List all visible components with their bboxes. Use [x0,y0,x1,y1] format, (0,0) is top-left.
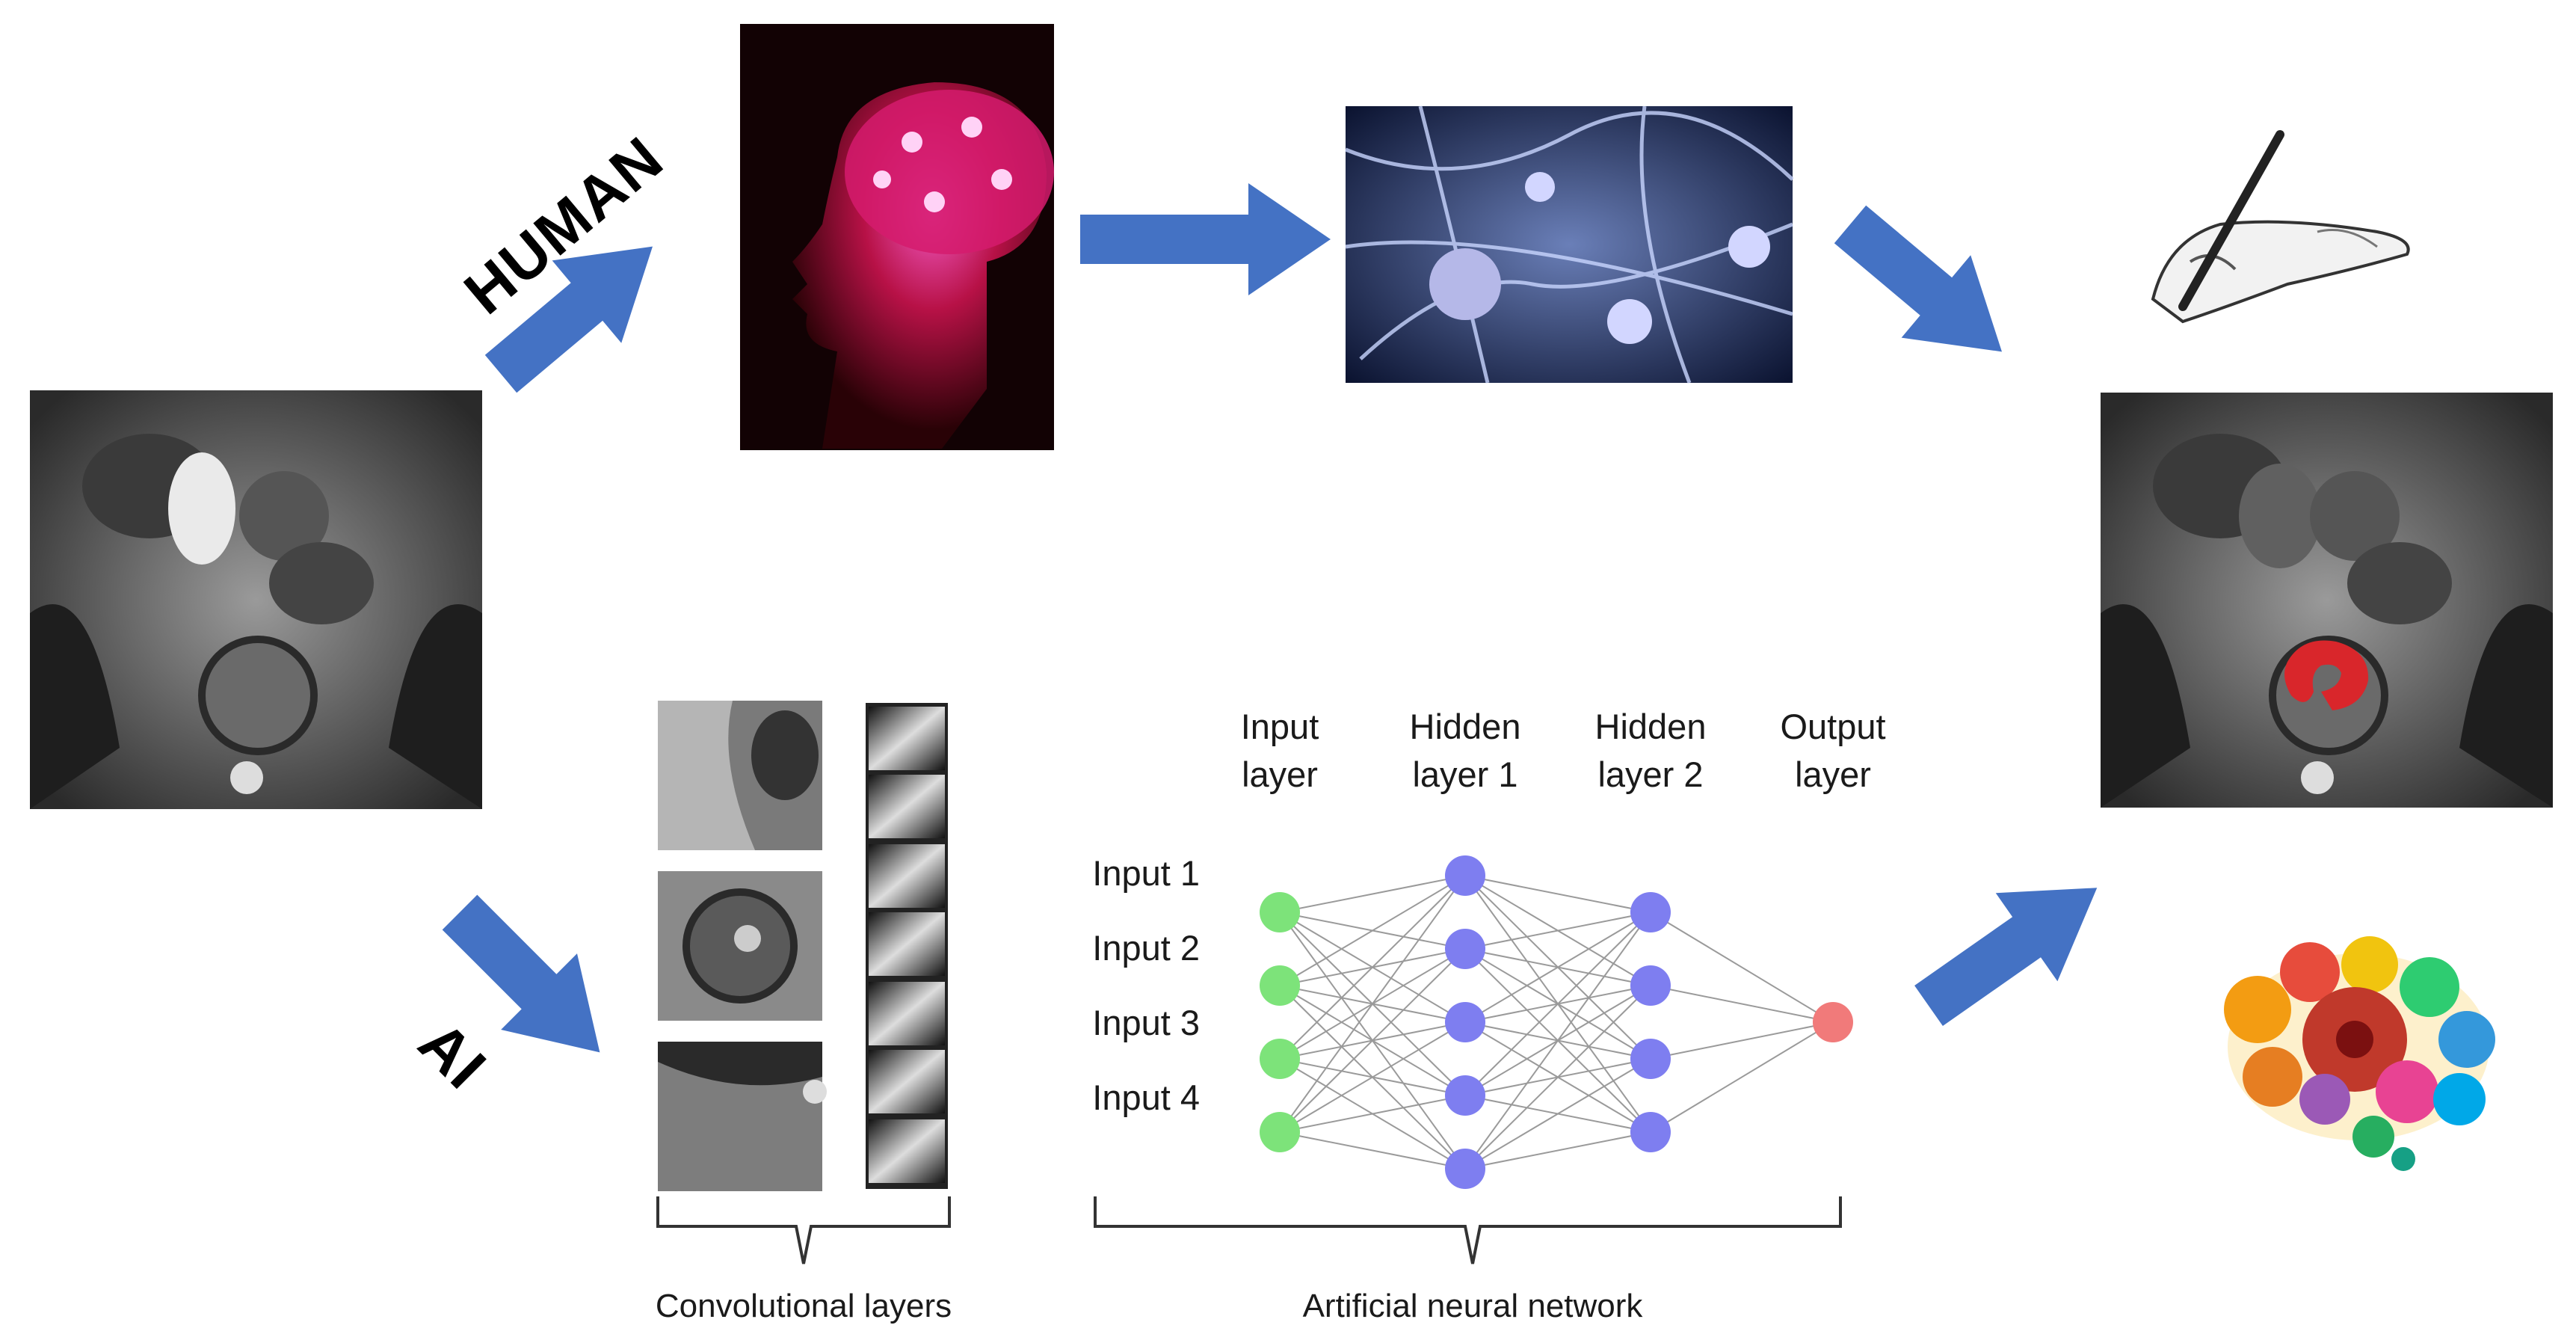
brain-image [740,24,1054,450]
output-mri-image [2101,393,2553,808]
network-edge [1279,948,1466,1133]
hidden1-node-2 [1445,929,1485,969]
hidden2-node-1 [1630,892,1671,932]
input-label-4: Input 4 [1092,1078,1200,1117]
network-edge [1464,912,1651,1023]
arrow-human-to-brain [484,246,653,393]
gear-brain-image [2224,936,2495,1171]
network-edge [1650,1021,1834,1060]
ann-caption: Artificial neural network [1302,1288,1643,1324]
input-node-1 [1260,892,1300,932]
neurons-image [1345,105,1794,384]
input-node-4 [1260,1112,1300,1152]
conv-patch-3 [658,1042,827,1191]
network-edge [1464,912,1651,950]
hidden2-node-3 [1630,1039,1671,1079]
hidden2-node-2 [1630,965,1671,1006]
network-edge [1279,1131,1466,1170]
network-edge [1464,1131,1651,1170]
arrow-brain-to-neurons [1080,183,1331,295]
conv-patch-1 [658,701,822,850]
input-node-3 [1260,1039,1300,1079]
network-nodes [1260,855,1853,1189]
hidden1-node-4 [1445,1075,1485,1116]
input-label-1: Input 1 [1092,853,1200,893]
network-edge [1650,985,1834,1023]
input-node-2 [1260,965,1300,1006]
hidden1-node-1 [1445,855,1485,896]
conv-filter-strip [866,703,948,1189]
hidden1-node-5 [1445,1149,1485,1189]
conv-patch-2 [658,871,822,1021]
network-edge [1279,875,1466,1133]
network-edge [1464,912,1651,1096]
network-edge [1650,912,1834,1023]
conv-bracket [656,1196,951,1264]
arrow-neurons-to-output [1834,205,2003,352]
network-edge [1464,985,1651,1170]
arrow-network-to-output [1914,888,2098,1027]
network-edge [1279,875,1466,986]
hidden1-node-3 [1445,1002,1485,1042]
input-label-3: Input 3 [1092,1003,1200,1042]
conv-caption: Convolutional layers [655,1288,952,1324]
network-edge [1464,875,1651,913]
input-mri-image [30,390,482,809]
hand-drawing-image [2151,130,2410,324]
network-edge [1279,1095,1466,1133]
network-edge [1279,875,1466,1060]
tumor-segmentation [2284,640,2369,710]
hidden2-node-4 [1630,1112,1671,1152]
input-label-2: Input 2 [1092,928,1200,968]
network-edge [1464,912,1651,1170]
network-connections [1279,875,1834,1170]
network-edge [1464,1058,1651,1170]
ann-bracket [1094,1196,1842,1264]
arrow-ai-to-conv [442,894,600,1053]
network-edge [1279,875,1466,913]
output-node-1 [1813,1002,1853,1042]
network-edge [1650,1021,1834,1133]
network-edge [1279,1021,1466,1133]
